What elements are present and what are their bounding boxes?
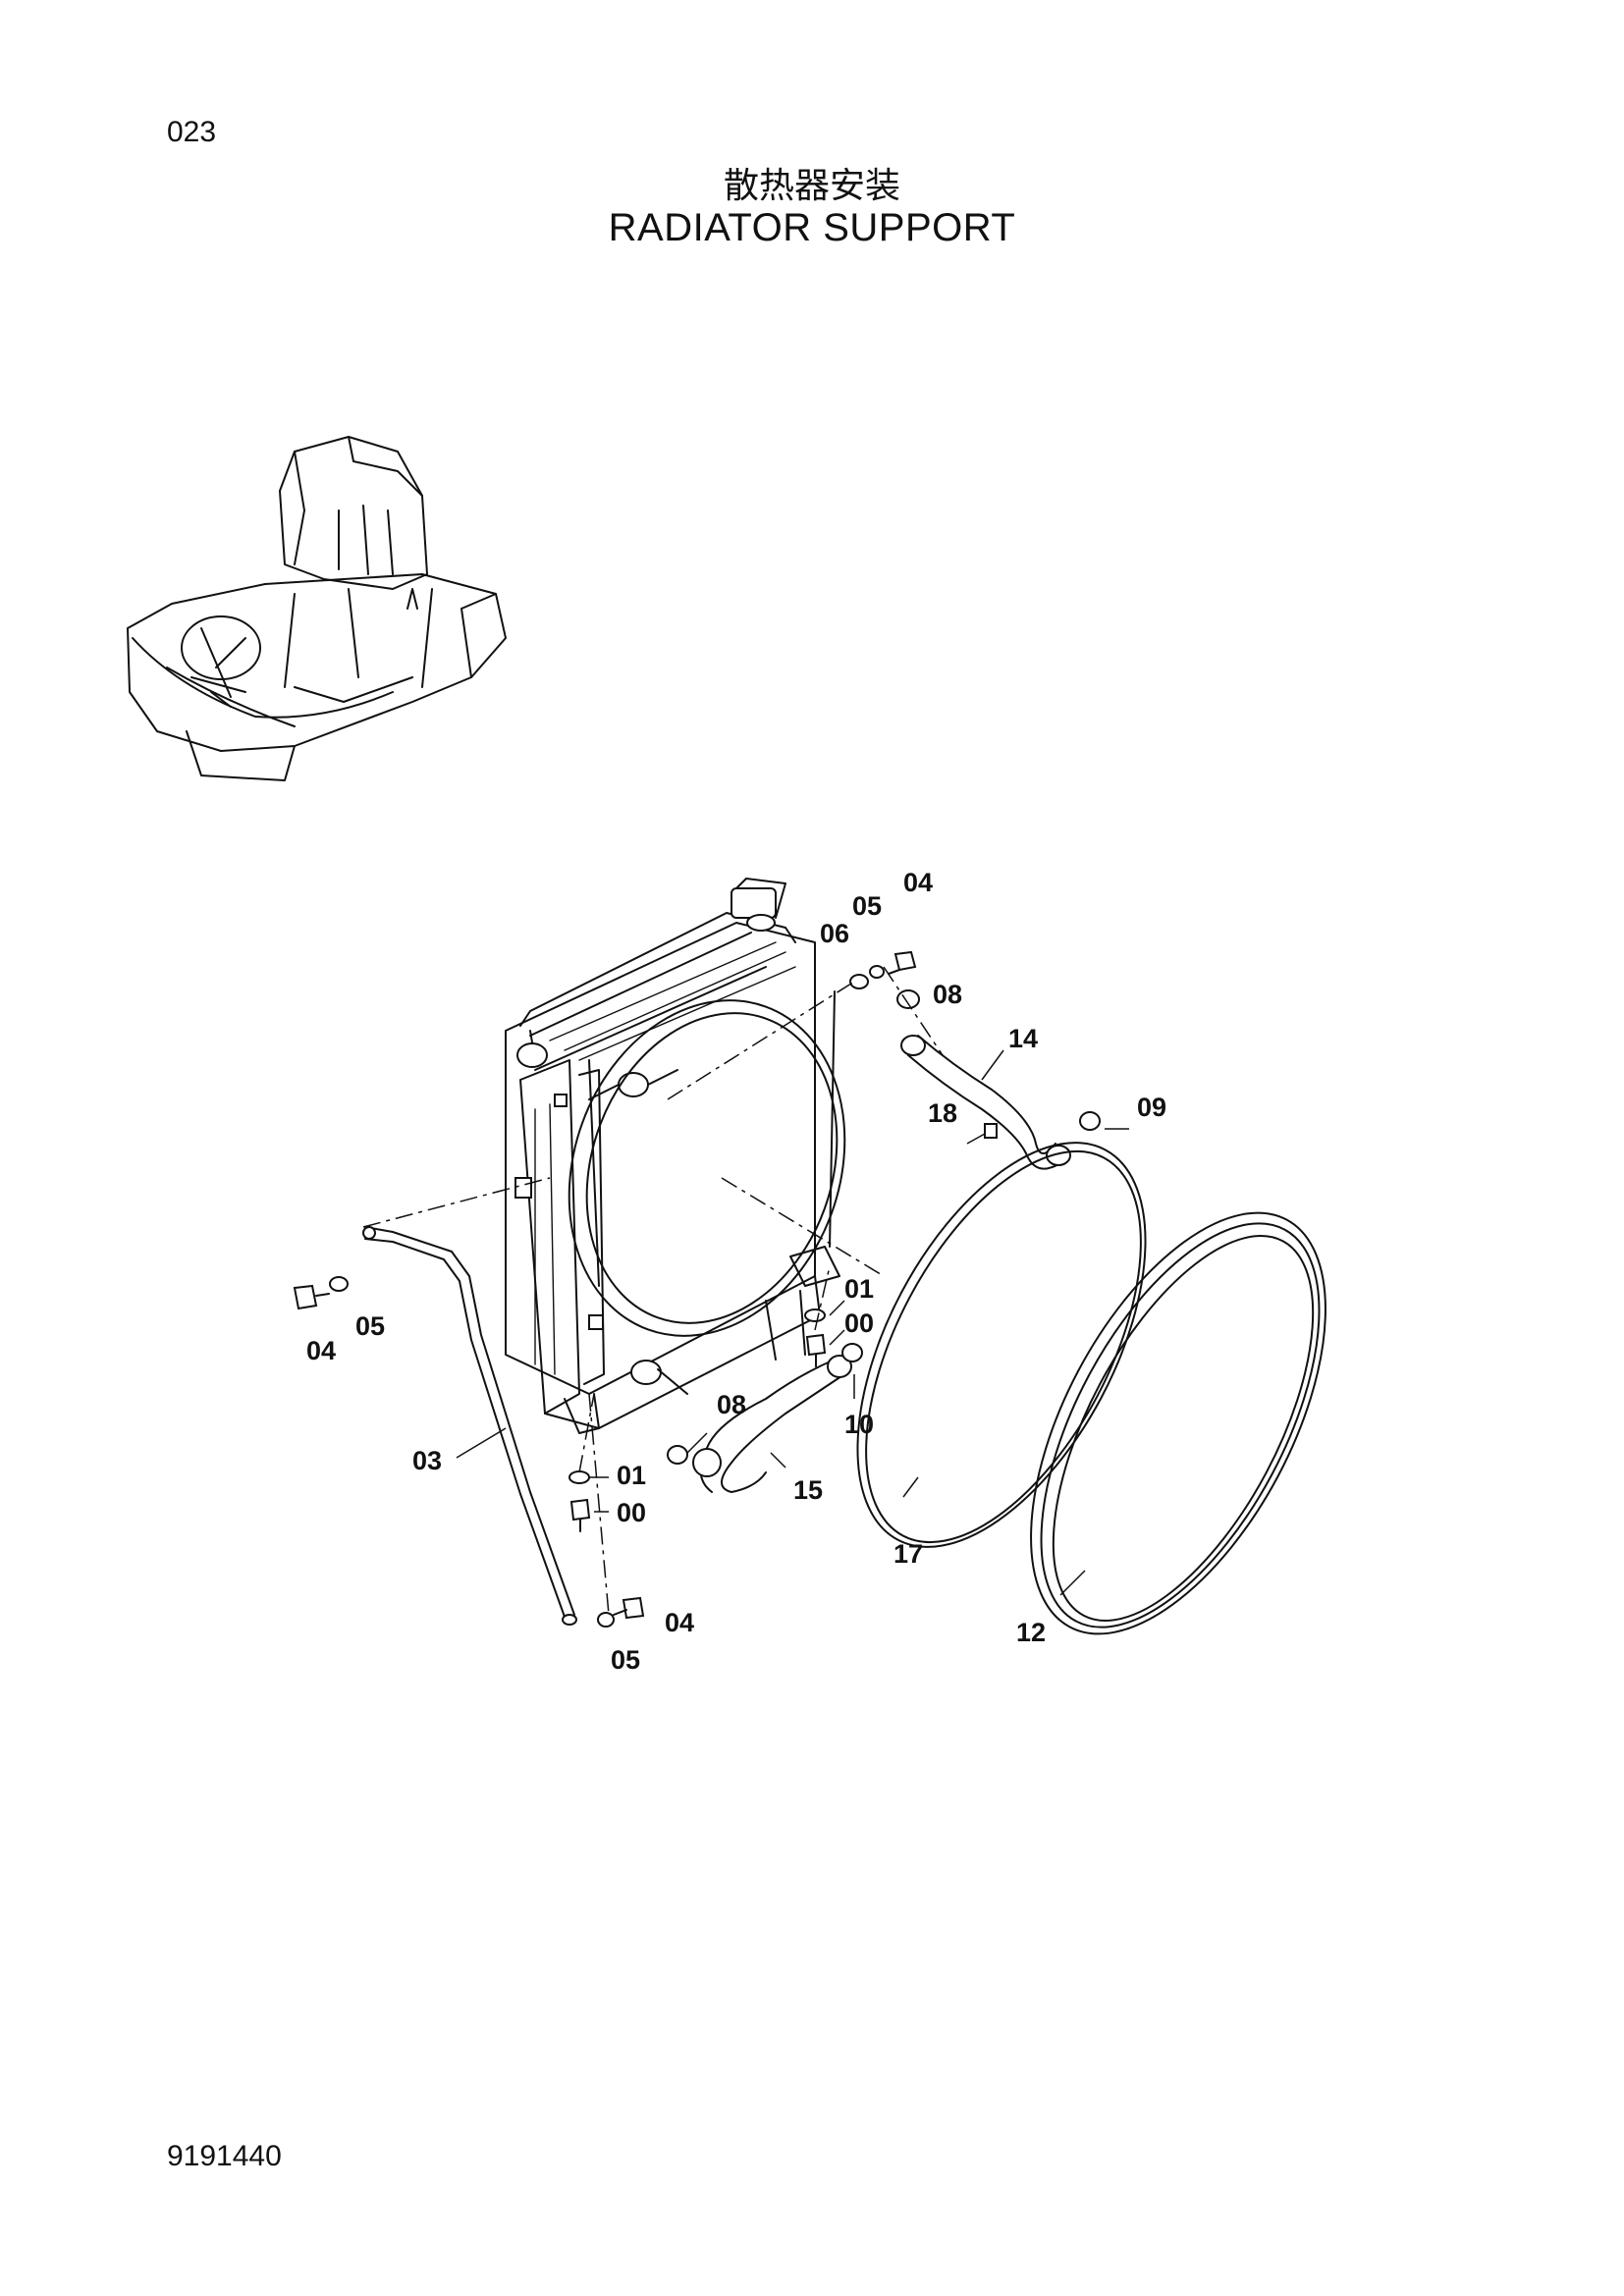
page-number: 023 <box>167 116 217 148</box>
callout-12: 12 <box>1016 1618 1046 1647</box>
callout-06: 06 <box>820 919 849 948</box>
callout-05-left: 05 <box>355 1311 385 1341</box>
clip-18 <box>984 1123 998 1139</box>
callout-04-top: 04 <box>903 868 933 897</box>
document-code: 9191440 <box>167 2140 282 2172</box>
seal-ring-12 <box>1030 1211 1326 1635</box>
callout-04-left: 04 <box>306 1336 336 1365</box>
callout-05-bottom: 05 <box>611 1645 640 1675</box>
title-english: RADIATOR SUPPORT <box>608 206 1016 249</box>
callout-18: 18 <box>928 1098 957 1128</box>
callout-15: 15 <box>793 1475 823 1505</box>
stay-rod-03 <box>362 1226 577 1626</box>
callout-09: 09 <box>1137 1093 1166 1122</box>
gasket-ring-17 <box>856 1123 1147 1548</box>
leader-lines <box>456 1049 1129 1596</box>
callout-08-lower: 08 <box>717 1390 746 1419</box>
callout-17: 17 <box>893 1539 923 1569</box>
callout-01-right: 01 <box>844 1274 874 1304</box>
callout-01-lower: 01 <box>617 1461 646 1490</box>
callout-10: 10 <box>844 1410 874 1439</box>
callout-04-bottom: 04 <box>665 1608 694 1637</box>
radiator-core <box>505 878 846 1434</box>
callout-08-top: 08 <box>933 980 962 1009</box>
callout-labels: 04 05 06 08 14 09 18 01 00 10 08 15 17 1… <box>306 868 1166 1675</box>
lower-hose-15 <box>692 1355 852 1493</box>
excavator-location-thumbnail <box>127 436 507 781</box>
title-chinese: 散热器安装 <box>723 166 900 206</box>
callout-00-right: 00 <box>844 1308 874 1338</box>
center-lines <box>362 966 944 1616</box>
callout-00-lower: 00 <box>617 1498 646 1527</box>
callout-03: 03 <box>412 1446 442 1475</box>
callout-05-top: 05 <box>852 891 882 921</box>
upper-hose-14 <box>900 1035 1071 1170</box>
callout-14: 14 <box>1008 1024 1038 1053</box>
fasteners <box>293 950 1101 1628</box>
